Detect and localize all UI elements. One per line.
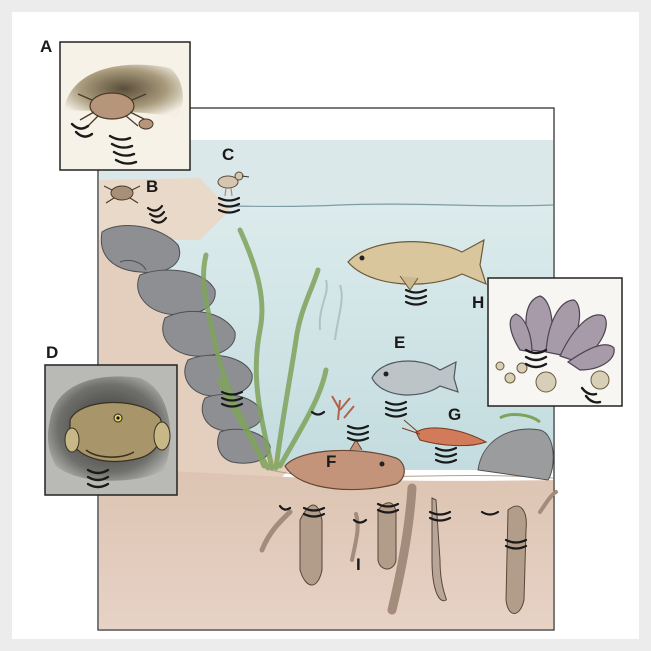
- label-e: E: [394, 333, 405, 353]
- label-a: A: [40, 37, 52, 57]
- label-i: I: [356, 555, 361, 575]
- inset-a: [60, 42, 190, 170]
- inset-d: [45, 365, 177, 495]
- label-g: G: [448, 405, 461, 425]
- label-f: F: [326, 452, 336, 472]
- label-d: D: [46, 343, 58, 363]
- label-h: H: [472, 293, 484, 313]
- label-c: C: [222, 145, 234, 165]
- inset-h: [488, 278, 622, 406]
- label-b: B: [146, 177, 158, 197]
